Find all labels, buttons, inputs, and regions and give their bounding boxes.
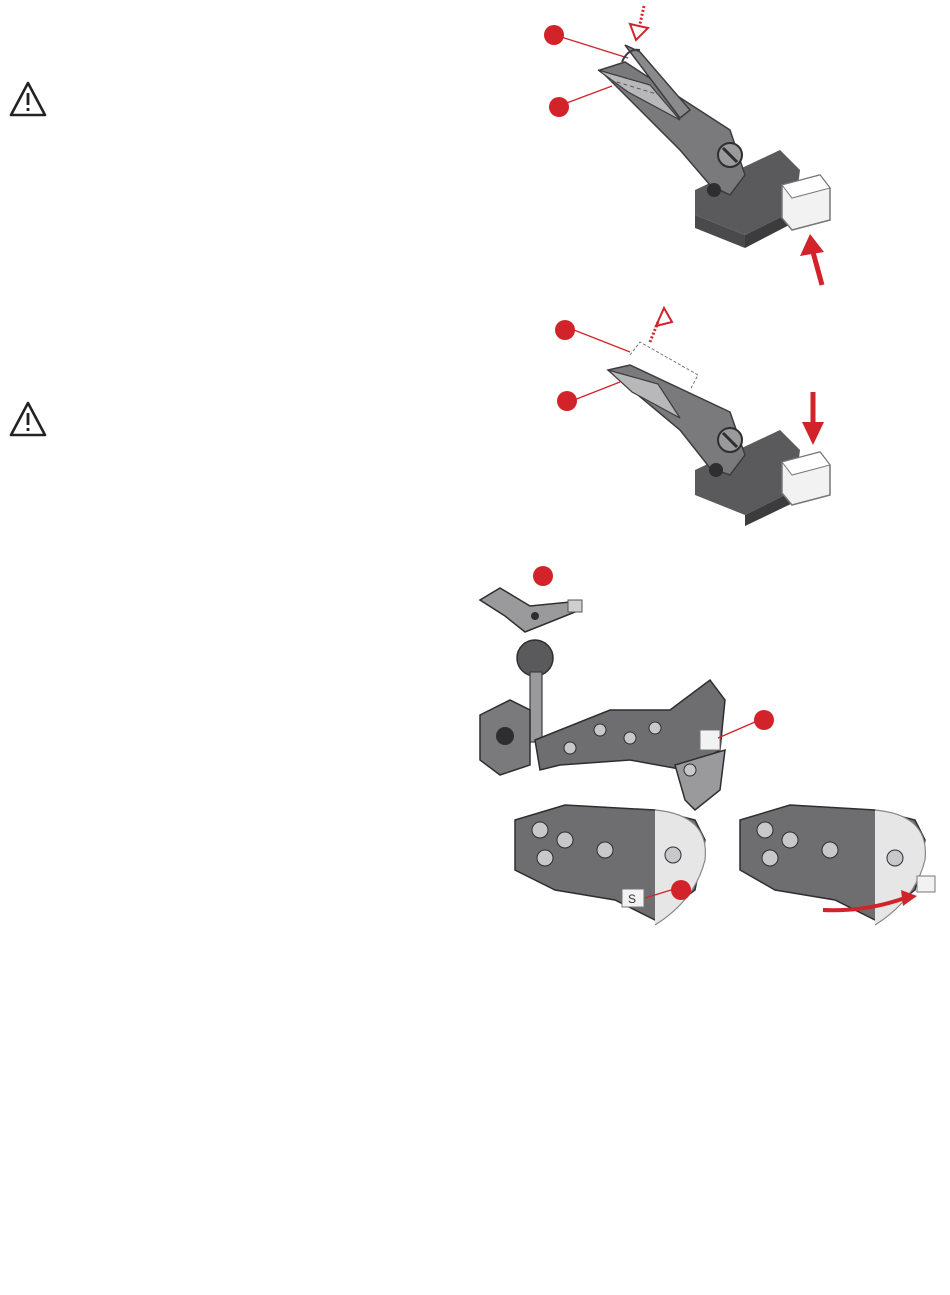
warning-triangle-icon bbox=[8, 400, 48, 438]
callout-dot bbox=[671, 880, 691, 900]
figure-lever-released bbox=[530, 300, 850, 530]
figure-converter-assembly bbox=[470, 560, 790, 840]
callout-dot bbox=[544, 25, 564, 45]
figure-lever-engaged bbox=[530, 0, 850, 290]
warning-triangle-icon bbox=[8, 80, 48, 118]
callout-dot bbox=[557, 391, 577, 411]
figure-converter-rotated bbox=[725, 800, 947, 935]
callout-dot bbox=[549, 97, 569, 117]
callout-dot bbox=[555, 320, 575, 340]
callout-dot bbox=[754, 710, 774, 730]
callout-dot bbox=[533, 566, 553, 586]
s-label: S bbox=[628, 892, 636, 906]
figure-converter-s-position: S bbox=[495, 800, 725, 935]
